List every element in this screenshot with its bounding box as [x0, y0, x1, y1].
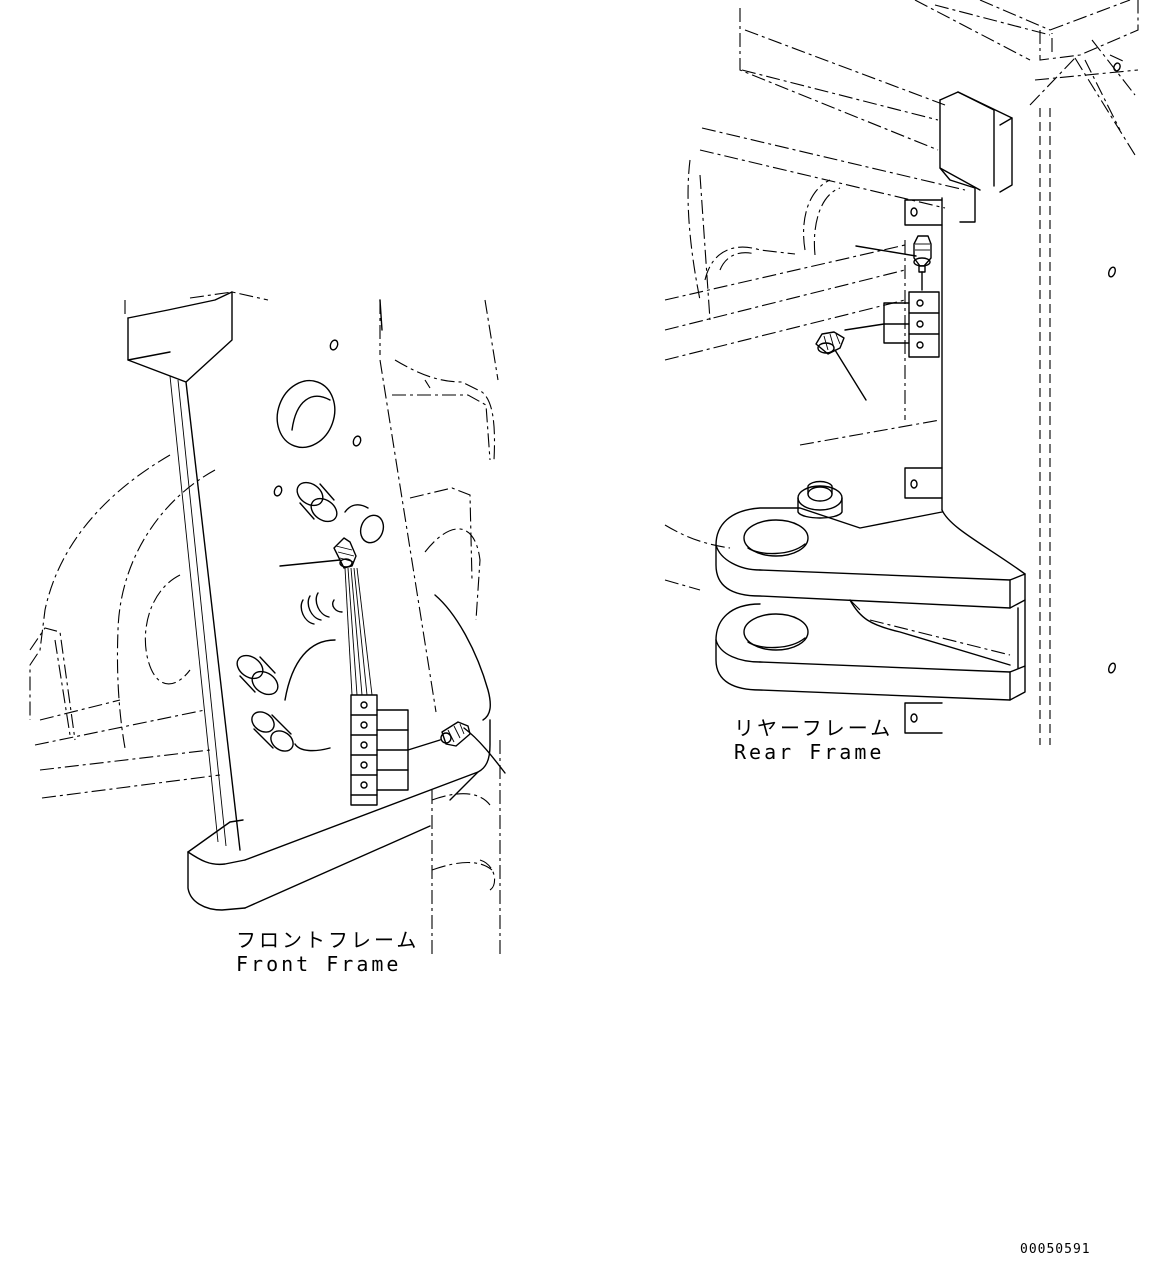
rear-mount-tab: [904, 199, 943, 226]
front-frame-illustration: [29, 291, 506, 955]
drawing-number: 00050591: [1020, 1242, 1091, 1257]
rear-distribution-block: [844, 291, 940, 358]
rear-grease-fitting-lower: [815, 331, 845, 355]
front-grease-fitting-lower: [440, 721, 471, 747]
front-frame-label: フロントフレーム Front Frame: [236, 928, 420, 976]
rear-frame-illustration: [664, 0, 1139, 745]
rear-frame-label-jp: リヤーフレーム: [734, 716, 894, 740]
rear-hinge-upper-lug: [715, 507, 1026, 609]
rear-frame-label-en: Rear Frame: [734, 740, 885, 764]
rear-mount-tab: [904, 702, 943, 734]
front-distribution-block: [350, 694, 441, 806]
rear-hinge-lower-lug: [715, 599, 1026, 701]
front-grease-fitting-upper: [333, 537, 357, 569]
rear-mount-tab: [904, 467, 943, 499]
front-frame-label-jp: フロントフレーム: [236, 928, 420, 952]
front-frame-label-en: Front Frame: [236, 952, 402, 976]
rear-grease-fitting-upper: [913, 235, 932, 291]
rear-frame-label: リヤーフレーム Rear Frame: [734, 716, 894, 764]
